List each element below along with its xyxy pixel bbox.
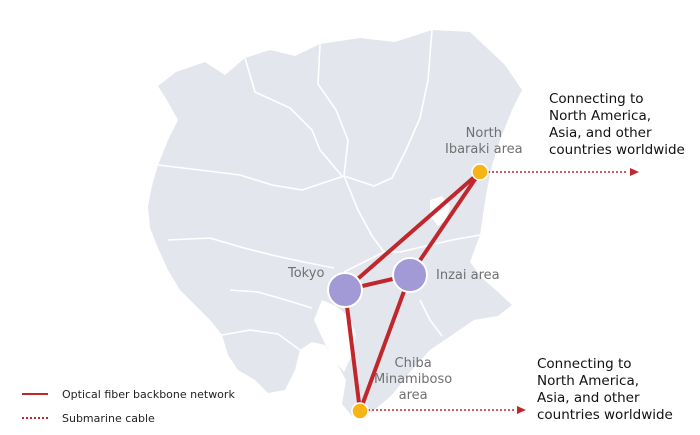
tokyo-label: Tokyo	[288, 266, 325, 281]
land-mass	[148, 30, 522, 416]
tokyo-hub	[327, 272, 363, 308]
link-inzai-chiba	[358, 273, 412, 413]
legend-item-submarine: Submarine cable	[22, 406, 235, 430]
arrow-head-south	[517, 406, 526, 414]
legend-backbone-label: Optical fiber backbone network	[62, 387, 235, 401]
arrow-head-north	[630, 168, 639, 176]
south-connection-note: Connecting to North America, Asia, and o…	[537, 356, 673, 423]
north-ibaraki-label: North Ibaraki area	[445, 126, 523, 157]
inzai-hub	[392, 257, 428, 293]
legend-solid-line-icon	[22, 393, 48, 395]
link-tokyo-chiba	[343, 288, 362, 413]
legend-item-backbone: Optical fiber backbone network	[22, 382, 235, 406]
legend: Optical fiber backbone network Submarine…	[22, 382, 235, 430]
link-tokyo-north-ibaraki	[343, 170, 482, 292]
prefecture-borders	[157, 29, 481, 351]
legend-dotted-line-icon	[22, 417, 48, 419]
link-inzai-north-ibaraki	[408, 170, 482, 277]
submarine-cables	[364, 168, 639, 414]
north-connection-note: Connecting to North America, Asia, and o…	[549, 91, 685, 158]
chiba-minamiboso-label: Chiba Minamiboso area	[374, 356, 453, 403]
inzai-label: Inzai area	[436, 268, 500, 283]
north-ibaraki-landing-station	[471, 163, 489, 181]
legend-submarine-label: Submarine cable	[62, 411, 155, 425]
chiba-minamiboso-landing-station	[351, 402, 369, 420]
tokyo-bay	[314, 300, 356, 372]
